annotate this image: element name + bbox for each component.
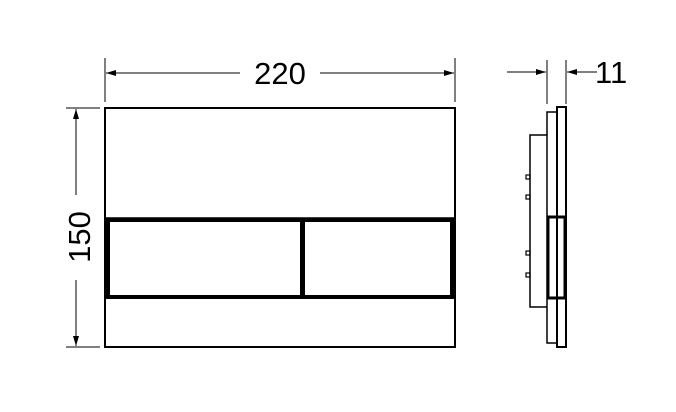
width-label: 220 [254,56,306,91]
mounting-pegs [525,174,531,278]
depth-dimension [507,60,597,104]
width-dimension [104,58,456,102]
side-view [525,106,567,348]
depth-label: 11 [595,55,627,90]
left-flush-button [106,218,304,299]
height-dimension [66,107,100,348]
side-housing [529,134,547,308]
height-label: 150 [62,211,97,263]
front-plate-outline [104,107,456,348]
right-flush-button [301,218,454,299]
front-view [104,107,456,348]
